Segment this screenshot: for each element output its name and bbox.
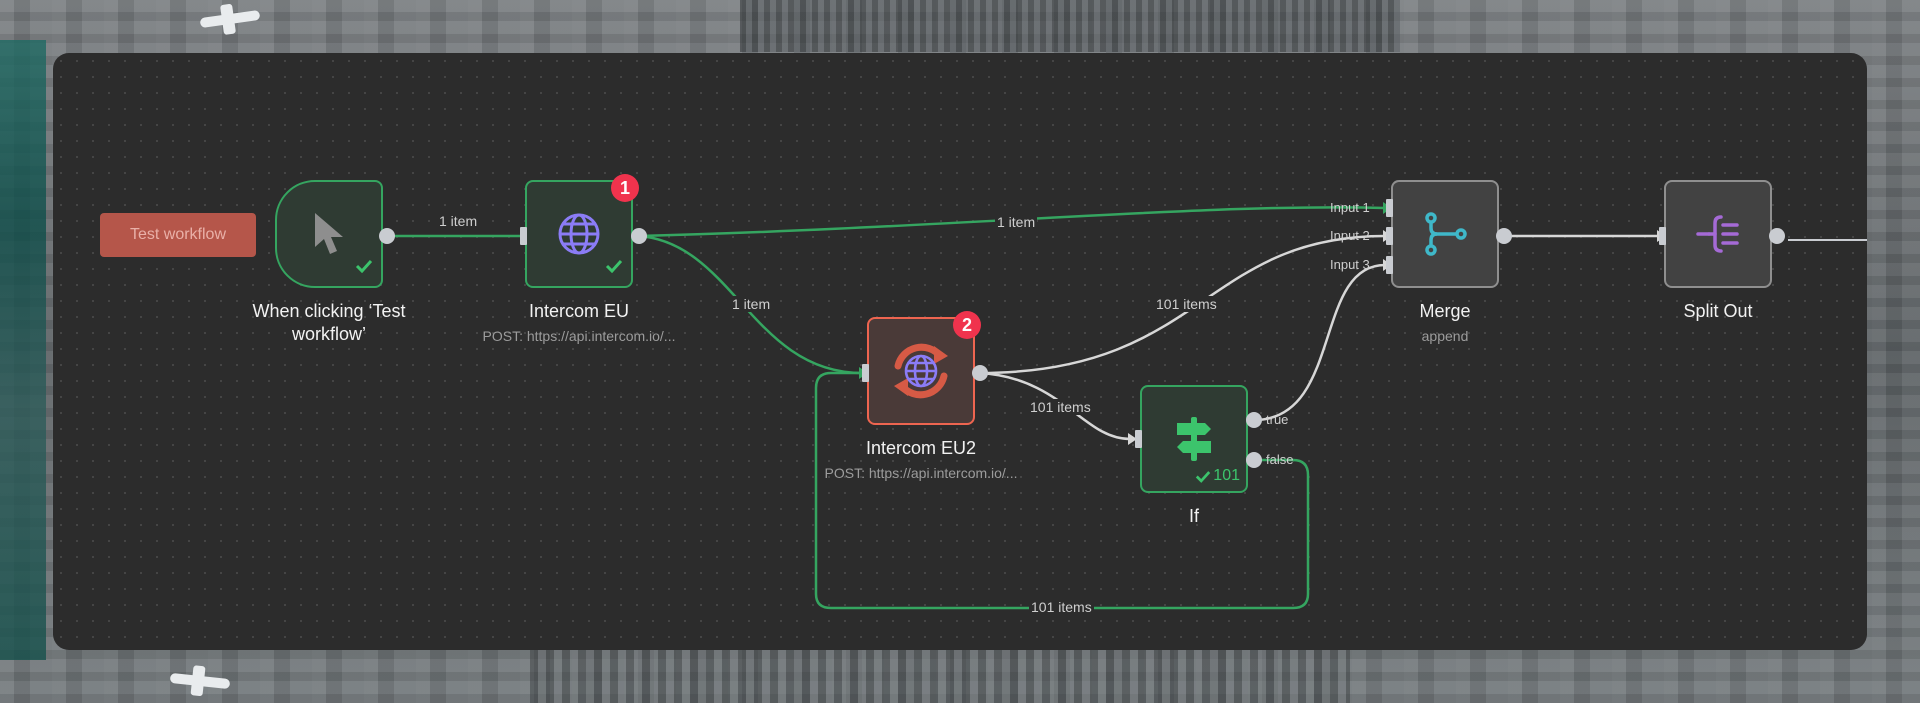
node-intercom-eu[interactable]: 1: [525, 174, 639, 288]
intercom-eu-output-port[interactable]: [631, 228, 647, 244]
globe-loop-icon: [886, 336, 956, 406]
node-merge-subtitle: append: [1421, 328, 1469, 344]
background-plane: [169, 672, 231, 690]
edge-label-eu2-to-merge: 101 items: [1154, 296, 1219, 312]
run-order-badge: 1: [611, 174, 639, 202]
edge-label-eu2-to-if: 101 items: [1028, 399, 1093, 415]
merge-icon: [1421, 210, 1469, 258]
node-intercom-eu2-subtitle: POST: https://api.intercom.io/...: [824, 465, 1018, 481]
edge-label-eu-to-eu2: 1 item: [730, 296, 773, 312]
background-terminal: [530, 650, 1350, 703]
node-split-out-title: Split Out: [1683, 301, 1753, 321]
if-true-output-port[interactable]: [1246, 412, 1262, 428]
node-intercom-eu2-title: Intercom EU2: [865, 438, 977, 458]
edge-label-if-false-loop: 101 items: [1029, 599, 1094, 615]
node-if-title: If: [1188, 506, 1199, 526]
split-out-output-port[interactable]: [1769, 228, 1785, 244]
test-workflow-button[interactable]: Test workflow: [100, 213, 256, 257]
if-false-output-port[interactable]: [1246, 452, 1262, 468]
node-manual-trigger[interactable]: [275, 180, 383, 288]
split-out-icon: [1695, 211, 1741, 257]
if-input-port[interactable]: [1135, 430, 1142, 448]
node-intercom-eu2[interactable]: 2: [867, 311, 981, 425]
success-check-icon: [1196, 470, 1211, 483]
merge-input-2-label: Input 2: [1330, 228, 1370, 243]
node-trigger-title: When clicking ‘Test workflow’: [252, 301, 406, 344]
background-plane: [199, 9, 261, 29]
node-merge-title: Merge: [1419, 301, 1471, 321]
node-if[interactable]: 101: [1140, 385, 1248, 493]
background-pool: [0, 40, 46, 660]
signpost-icon: [1171, 415, 1217, 463]
merge-input-1-label: Input 1: [1330, 200, 1370, 215]
node-merge[interactable]: [1391, 180, 1499, 288]
merge-input-3-label: Input 3: [1330, 257, 1370, 272]
run-order-badge: 2: [953, 311, 981, 339]
edge-label-trigger-to-eu: 1 item: [437, 213, 480, 229]
merge-input-2-port[interactable]: [1386, 227, 1393, 245]
node-split-out[interactable]: [1664, 180, 1772, 288]
edge-intercom-eu-to-merge-1[interactable]: [638, 206, 1386, 238]
intercom-eu-input-port[interactable]: [520, 227, 527, 245]
globe-icon: [556, 211, 602, 257]
split-out-input-port[interactable]: [1659, 227, 1666, 245]
workflow-canvas[interactable]: Test workflow When clicking ‘Test workfl…: [53, 53, 1867, 650]
edge-label-eu-to-merge: 1 item: [995, 214, 1038, 230]
arrowhead: [1128, 433, 1137, 445]
merge-output-port[interactable]: [1496, 228, 1512, 244]
if-true-label: true: [1266, 412, 1289, 427]
if-item-count: 101: [1213, 467, 1240, 484]
success-count: 101: [1195, 467, 1240, 485]
node-intercom-eu-subtitle: POST: https://api.intercom.io/...: [482, 328, 676, 344]
background-parking: [740, 0, 1400, 52]
merge-input-1-port[interactable]: [1386, 199, 1393, 217]
edge-split-out-next[interactable]: [1788, 239, 1867, 241]
cursor-icon: [311, 211, 347, 257]
edge-if-true-to-merge-3[interactable]: [1253, 263, 1386, 422]
success-check-icon: [605, 259, 623, 278]
trigger-output-port[interactable]: [379, 228, 395, 244]
intercom-eu2-output-port[interactable]: [972, 365, 988, 381]
if-false-label: false: [1266, 452, 1294, 467]
intercom-eu2-input-port[interactable]: [862, 364, 869, 382]
node-intercom-eu-title: Intercom EU: [528, 301, 630, 321]
merge-input-3-port[interactable]: [1386, 256, 1393, 274]
success-check-icon: [355, 259, 373, 278]
